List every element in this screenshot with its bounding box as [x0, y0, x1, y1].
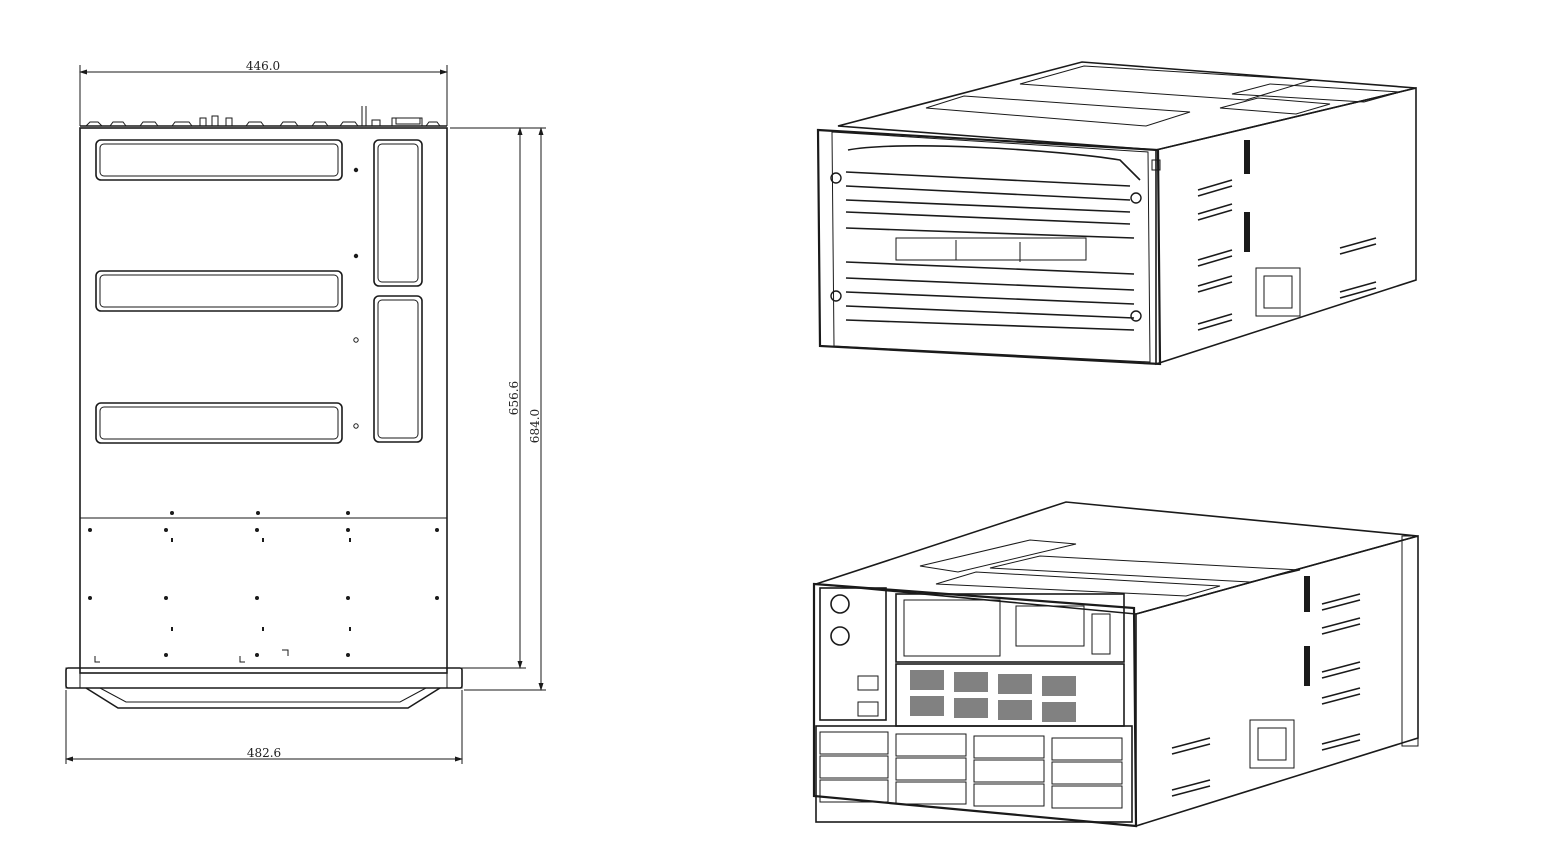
rear-iso-view	[812, 501, 1419, 828]
front-rack-ears	[65, 667, 463, 709]
dimension-label-depth-inner: 656.6	[507, 381, 521, 415]
rear-iso-psu	[819, 587, 887, 721]
dimension-depth: 656.6 684.0	[450, 127, 546, 691]
rear-iso-side-panel	[1135, 534, 1419, 828]
front-iso-vent-slats	[845, 145, 1141, 331]
top-screws-upper	[170, 167, 359, 515]
dimension-label-width-top: 446.0	[246, 59, 280, 73]
top-screws-lower	[88, 528, 439, 657]
chassis-top-outline	[79, 127, 448, 674]
top-cover-cutouts	[95, 139, 423, 444]
rear-iso-io-module	[895, 593, 1125, 663]
rear-iso-side-slots	[1171, 593, 1361, 797]
front-iso-side-panel	[1155, 86, 1417, 366]
rear-iso-drive-bays	[815, 725, 1133, 823]
rear-iso-top-surface	[815, 501, 1419, 615]
dimension-width-top: 446.0	[79, 59, 448, 126]
rear-iso-grid-module	[895, 663, 1125, 727]
front-iso-handles	[830, 172, 1142, 322]
front-iso-side-slots	[1197, 179, 1377, 331]
front-iso-front-bezel	[816, 128, 1162, 366]
front-iso-view	[816, 61, 1417, 366]
top-view: 446.0	[65, 59, 546, 764]
top-edge-hardware	[80, 106, 447, 127]
dimension-label-depth-outer: 684.0	[528, 409, 542, 443]
rear-iso-rear-panel	[812, 582, 1138, 828]
dimension-label-width-bottom: 482.6	[247, 746, 281, 760]
dimension-width-bottom: 482.6	[65, 690, 463, 764]
